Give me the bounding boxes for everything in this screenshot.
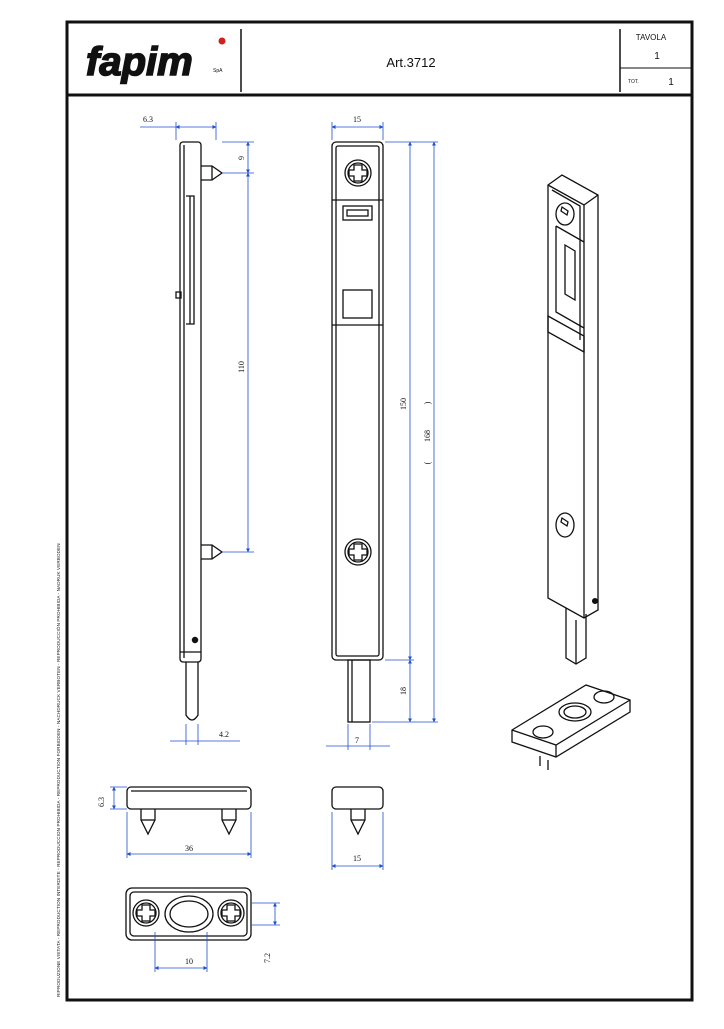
- isometric-view: [511, 174, 631, 770]
- dim-side-bottom-width: 4.2: [219, 730, 229, 739]
- logo-red-dot: [218, 37, 226, 45]
- side-view: [175, 141, 224, 721]
- dim-side-top-offset: 9: [237, 156, 246, 160]
- keeper-end-view: [331, 786, 384, 836]
- front-view: [331, 141, 384, 723]
- sheet-border: [65, 20, 694, 1002]
- dimension-lines: [110, 122, 438, 972]
- tavola-value: 1: [654, 51, 660, 62]
- dim-keeper-height: 6.3: [97, 797, 106, 807]
- article-number: Art.3712: [386, 55, 435, 70]
- reproduction-notice: RIPRODUZIONE VIETATA - REPRODUCTION INTE…: [56, 543, 61, 997]
- tavola-label: TAVOLA: [636, 33, 667, 42]
- keeper-top-view: [125, 887, 252, 941]
- dim-front-bolt-width: 7: [355, 736, 359, 745]
- dim-keeper-end-width: 15: [353, 854, 361, 863]
- dim-keeper-width: 7.2: [263, 953, 272, 963]
- dim-front-total: 168: [423, 430, 432, 442]
- dim-front-bolt: 18: [399, 687, 408, 695]
- tot-label: TOT.: [628, 79, 639, 85]
- logo-wordmark: fapim: [86, 40, 193, 84]
- dim-side-span: 110: [237, 361, 246, 373]
- fapim-logo: fapim SpA: [85, 37, 226, 85]
- dim-front-total-paren-open: (: [423, 461, 432, 464]
- dim-keeper-hole: 10: [185, 957, 193, 966]
- dim-front-body: 150: [399, 398, 408, 410]
- tot-value: 1: [668, 77, 674, 88]
- dimension-labels: 6.3 9 110 4.2 15 150 168 ( ) 18 7 6.3 36…: [97, 115, 432, 966]
- dim-front-width: 15: [353, 115, 361, 124]
- keeper-side-view: [126, 786, 252, 836]
- dim-keeper-length: 36: [185, 844, 193, 853]
- dim-front-total-paren-close: ): [423, 401, 432, 404]
- dim-side-top-width: 6.3: [143, 115, 153, 124]
- logo-suffix: SpA: [213, 68, 223, 74]
